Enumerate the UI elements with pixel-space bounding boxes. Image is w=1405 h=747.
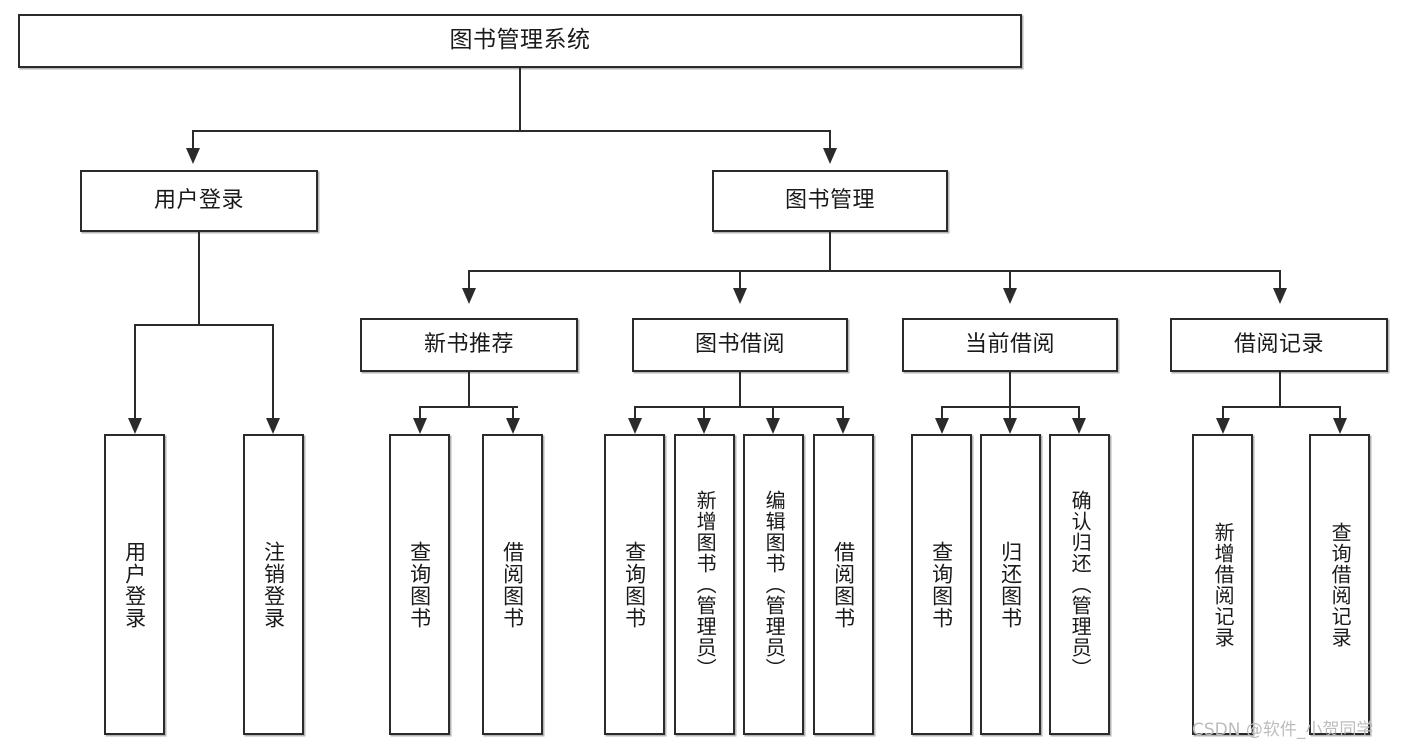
node-label: 新书推荐 [423, 332, 514, 358]
arrowhead-current-borrow [1003, 288, 1017, 304]
arrowhead-borrow-book [733, 288, 747, 304]
node-label: 编辑图书（管理员） [762, 490, 787, 679]
connector-borrow-book-leaf1 [634, 406, 636, 418]
arrowhead-current-borrow-leaf1 [935, 418, 949, 434]
node-user-login[interactable]: 用户登录 [80, 170, 318, 232]
node-label: 用户登录 [122, 540, 147, 629]
connector-borrow-book-stem [739, 372, 741, 406]
node-label: 新增图书（管理员） [693, 490, 718, 679]
leaf-logout[interactable]: 注销登录 [243, 434, 304, 735]
connector-root-to-book-mgmt [829, 130, 831, 148]
node-label: 查询图书 [622, 540, 647, 629]
arrowhead-borrow-book-leaf2 [697, 418, 711, 434]
arrowhead-user-login [186, 148, 200, 164]
connector-current-borrow-leaf1 [941, 406, 943, 418]
arrowhead-borrow-book-leaf4 [836, 418, 850, 434]
leaf-confirm-return-admin[interactable]: 确认归还（管理员） [1049, 434, 1110, 735]
node-label: 查询图书 [929, 540, 954, 629]
watermark-text: CSDN @软件_小贺同学 [1192, 720, 1374, 740]
node-book-borrow[interactable]: 图书借阅 [632, 318, 848, 372]
arrowhead-current-borrow-leaf3 [1072, 418, 1086, 434]
node-borrow-record[interactable]: 借阅记录 [1170, 318, 1388, 372]
node-label: 归还图书 [998, 540, 1023, 629]
connector-book-mgmt-to-borrow-record [1279, 270, 1281, 288]
connector-new-book-stem [468, 372, 470, 406]
arrowhead-borrow-record [1273, 288, 1287, 304]
node-label: 确认归还（管理员） [1068, 490, 1093, 679]
connector-book-mgmt-to-borrow-book [739, 270, 741, 288]
leaf-borrow-query-book[interactable]: 查询图书 [604, 434, 665, 735]
node-label: 新增借阅记录 [1211, 521, 1236, 648]
connector-current-borrow-leaf2 [1009, 406, 1011, 418]
connector-user-login-leaf1 [134, 324, 136, 418]
arrowhead-book-mgmt [823, 148, 837, 164]
arrowhead-current-borrow-leaf2 [1003, 418, 1017, 434]
connector-current-borrow-leaf3 [1078, 406, 1080, 418]
node-label: 查询借阅记录 [1328, 521, 1353, 648]
node-label: 借阅图书 [500, 540, 525, 629]
arrowhead-borrow-book-leaf3 [766, 418, 780, 434]
node-label: 借阅记录 [1233, 332, 1324, 358]
leaf-add-book-admin[interactable]: 新增图书（管理员） [674, 434, 735, 735]
arrowhead-borrow-record-leaf2 [1333, 418, 1347, 434]
leaf-user-login[interactable]: 用户登录 [104, 434, 165, 735]
node-book-management[interactable]: 图书管理 [712, 170, 948, 232]
connector-borrow-book-bus [634, 406, 842, 408]
leaf-current-query-book[interactable]: 查询图书 [911, 434, 972, 735]
connector-book-mgmt-to-current-borrow [1009, 270, 1011, 288]
arrowhead-borrow-record-leaf1 [1216, 418, 1230, 434]
connector-new-book-bus [419, 406, 518, 408]
leaf-return-book[interactable]: 归还图书 [980, 434, 1041, 735]
connector-borrow-record-leaf2 [1339, 406, 1341, 418]
connector-book-mgmt-stem [829, 232, 831, 270]
node-label: 用户登录 [153, 188, 244, 214]
connector-root-to-user-login [192, 130, 194, 148]
connector-new-book-leaf2 [512, 406, 514, 418]
connector-borrow-book-leaf2 [703, 406, 705, 418]
leaf-query-borrow-record[interactable]: 查询借阅记录 [1309, 434, 1370, 735]
arrowhead-leaf-user-login [128, 418, 142, 434]
connector-user-login-leaf2 [272, 324, 274, 418]
connector-current-borrow-stem [1009, 372, 1011, 406]
connector-borrow-record-bus [1222, 406, 1339, 408]
arrowhead-borrow-book-leaf1 [628, 418, 642, 434]
node-label: 注销登录 [261, 540, 286, 629]
node-label: 图书管理系统 [449, 27, 591, 54]
arrowhead-new-book-leaf1 [413, 418, 427, 434]
node-label: 当前借阅 [964, 332, 1055, 358]
connector-new-book-leaf1 [419, 406, 421, 418]
arrowhead-new-book-leaf2 [506, 418, 520, 434]
leaf-new-book-borrow[interactable]: 借阅图书 [482, 434, 543, 735]
connector-borrow-book-leaf4 [842, 406, 844, 418]
node-label: 查询图书 [407, 540, 432, 629]
leaf-new-book-query[interactable]: 查询图书 [389, 434, 450, 735]
connector-borrow-book-leaf3 [772, 406, 774, 418]
connector-book-mgmt-to-new-book [468, 270, 470, 288]
node-label: 图书借阅 [694, 332, 785, 358]
connector-borrow-record-leaf1 [1222, 406, 1224, 418]
connector-user-login-bus [134, 324, 274, 326]
leaf-add-borrow-record[interactable]: 新增借阅记录 [1192, 434, 1253, 735]
arrowhead-new-book [462, 288, 476, 304]
leaf-borrow-book[interactable]: 借阅图书 [813, 434, 874, 735]
node-label: 图书管理 [784, 188, 875, 214]
arrowhead-leaf-logout [266, 418, 280, 434]
leaf-edit-book-admin[interactable]: 编辑图书（管理员） [743, 434, 804, 735]
connector-book-mgmt-bus [468, 270, 1279, 272]
node-label: 借阅图书 [831, 540, 856, 629]
node-new-book-recommend[interactable]: 新书推荐 [360, 318, 578, 372]
connector-user-login-stem [198, 232, 200, 324]
node-root-system[interactable]: 图书管理系统 [18, 14, 1022, 68]
connector-borrow-record-stem [1279, 372, 1281, 406]
node-current-borrow[interactable]: 当前借阅 [902, 318, 1118, 372]
connector-root-bus [192, 130, 830, 132]
connector-root-stem [519, 68, 521, 130]
